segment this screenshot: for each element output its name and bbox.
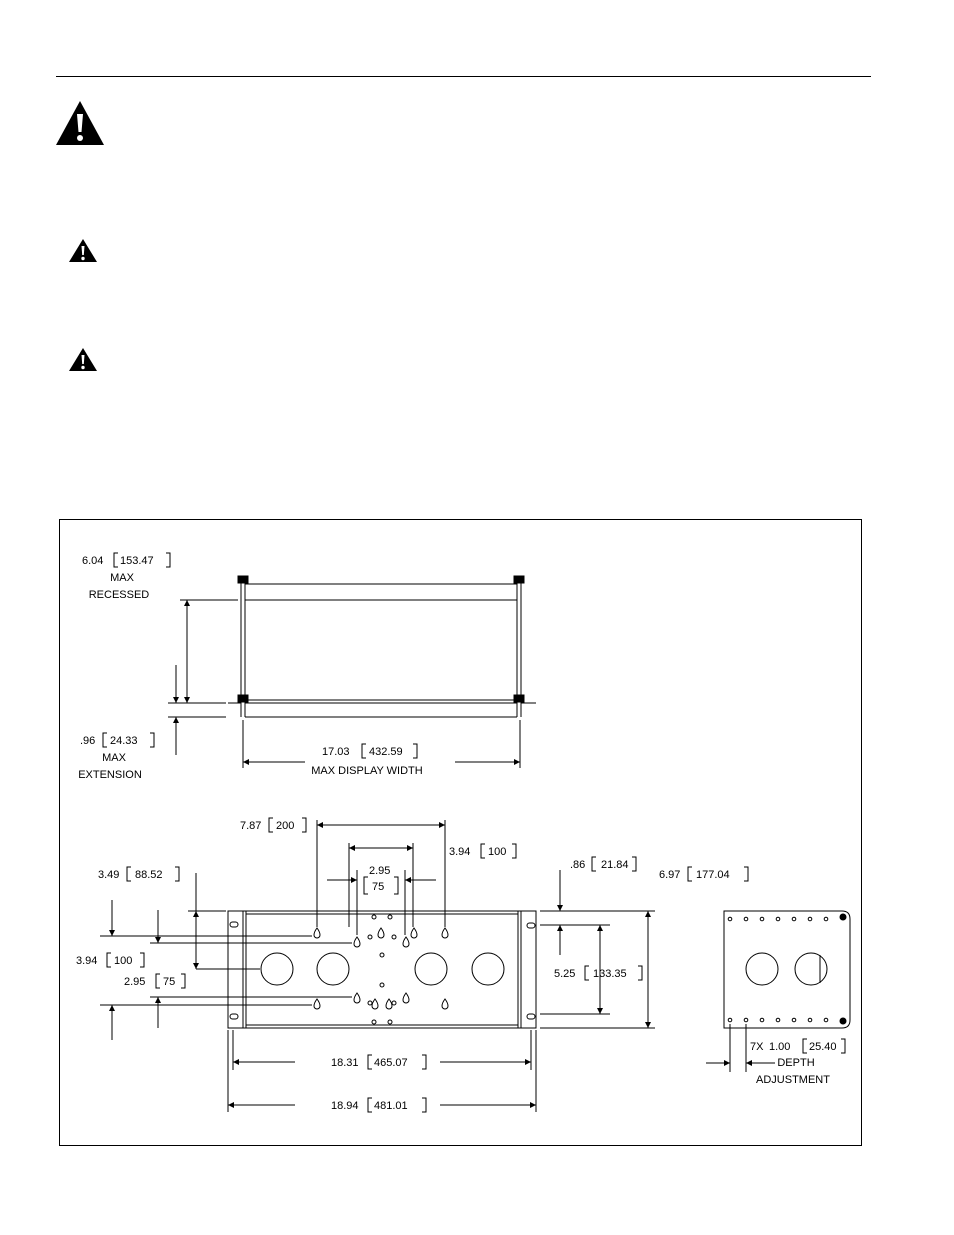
depth-value: 1.00 (769, 1041, 790, 1053)
dim-mm: 177.04 (696, 869, 730, 881)
extension-label: EXTENSION (78, 769, 142, 781)
dim-value: 7.87 (240, 820, 261, 832)
dim-value: 5.25 (554, 968, 575, 980)
extension-value: .96 (80, 735, 95, 747)
display-width-label: MAX DISPLAY WIDTH (311, 765, 423, 777)
dim-value: 2.95 (124, 976, 145, 988)
recessed-mm: 153.47 (120, 555, 154, 567)
dim-mm: 88.52 (135, 869, 163, 881)
dim-value: .86 (570, 859, 585, 871)
depth-count: 7X (750, 1041, 764, 1053)
dim-mm: 481.01 (374, 1100, 408, 1112)
recessed-label: MAX (110, 572, 135, 584)
depth-label: ADJUSTMENT (756, 1074, 830, 1086)
dim-mm: 21.84 (601, 859, 629, 871)
display-width-value: 17.03 (322, 746, 350, 758)
dim-value: 3.94 (76, 955, 97, 967)
dim-mm: 133.35 (593, 968, 627, 980)
dim-mm: 75 (372, 881, 384, 893)
extension-label: MAX (102, 752, 127, 764)
front-view-labels: 7.87 200 3.94 100 2.95 75 3.49 88.52 3.9… (76, 820, 730, 1112)
dim-mm: 100 (488, 846, 506, 858)
recessed-value: 6.04 (82, 555, 103, 567)
side-view-labels: 6.04 153.47 MAX RECESSED .96 24.33 MAX E… (78, 555, 423, 781)
dim-value: 18.94 (331, 1100, 359, 1112)
extension-mm: 24.33 (110, 735, 138, 747)
depth-mm: 25.40 (809, 1041, 837, 1053)
dim-mm: 200 (276, 820, 294, 832)
dim-mm: 75 (163, 976, 175, 988)
dim-mm: 465.07 (374, 1057, 408, 1069)
side-view (103, 553, 536, 768)
depth-label: DEPTH (777, 1057, 814, 1069)
front-view (228, 911, 536, 1028)
front-view-dimensions (100, 818, 748, 1112)
dim-value: 6.97 (659, 869, 680, 881)
dim-value: 3.94 (449, 846, 470, 858)
dim-value: 2.95 (369, 865, 390, 877)
dim-value: 18.31 (331, 1057, 359, 1069)
recessed-label: RECESSED (89, 589, 150, 601)
display-width-mm: 432.59 (369, 746, 403, 758)
dim-value: 3.49 (98, 869, 119, 881)
dim-mm: 100 (114, 955, 132, 967)
